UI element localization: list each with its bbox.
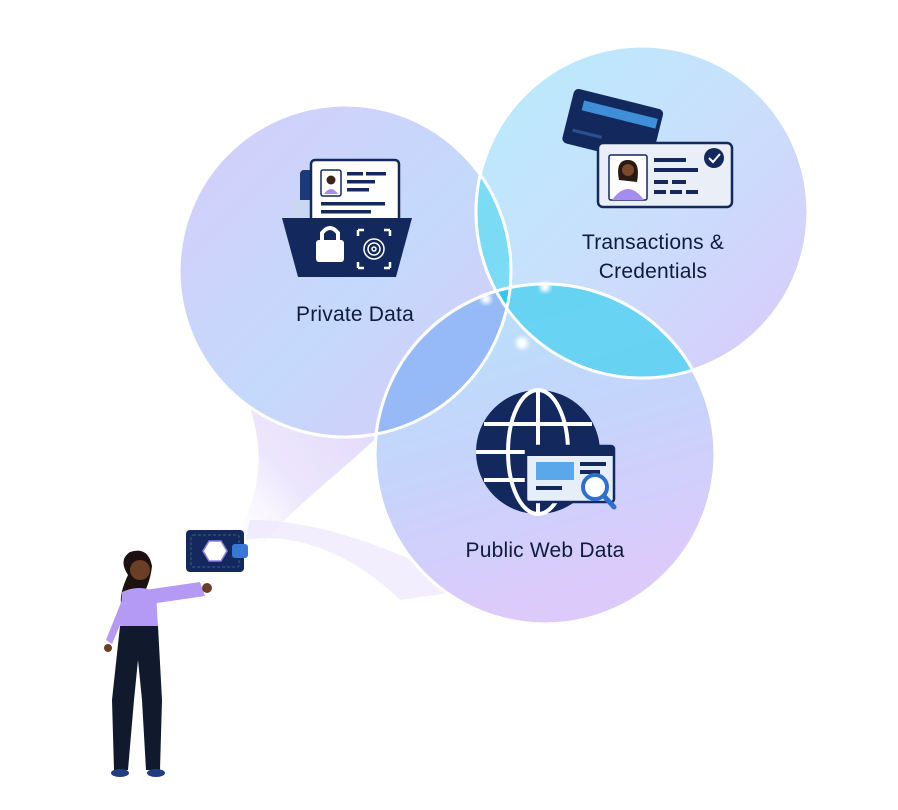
credit-card-and-id-card-icon [562, 88, 734, 209]
overlap-transactions-public [476, 284, 715, 378]
transactions-label-line1: Transactions & [581, 231, 725, 254]
overlap-private-public [375, 284, 511, 437]
private-data-label: Private Data [296, 303, 414, 326]
person-holding-wallet-icon [104, 530, 248, 777]
locked-data-folder-icon [282, 158, 412, 277]
transactions-label-line2: Credentials [598, 260, 708, 284]
globe-with-browser-search-icon [476, 388, 617, 516]
transactions-credentials-label: Transactions & Credentials [548, 228, 758, 287]
light-beam-lower [245, 520, 470, 600]
public-web-data-label: Public Web Data [465, 539, 625, 562]
